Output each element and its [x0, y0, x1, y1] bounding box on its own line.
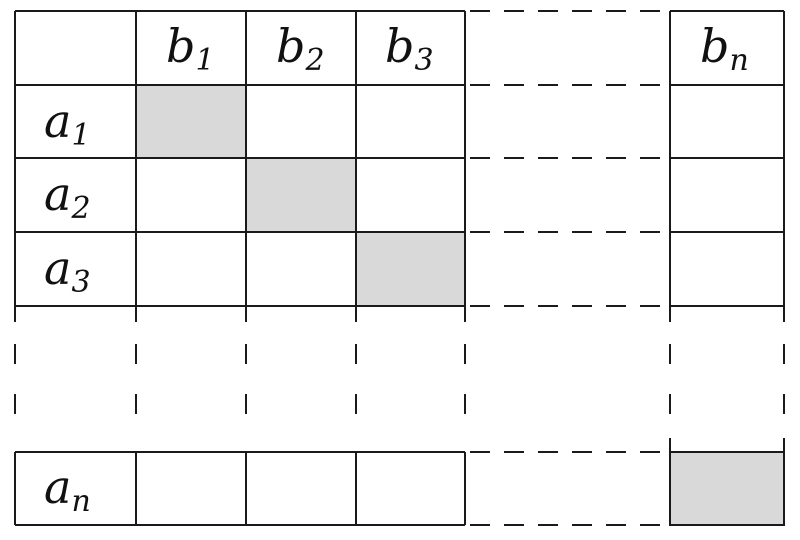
- column-header-b3: b3: [385, 19, 434, 78]
- horizontal-dashes: [470, 10, 665, 526]
- column-header-b2-sub: 2: [304, 43, 324, 78]
- vertical-dashes: [14, 344, 785, 424]
- column-header-bn: bn: [700, 19, 749, 78]
- row-header-a3: a3: [44, 241, 91, 300]
- column-header-b3-sub: 3: [414, 43, 433, 78]
- right-column-grid: [669, 10, 785, 322]
- column-header-b3-base: b: [385, 19, 414, 73]
- shaded-cell-a1-b1: [135, 84, 247, 159]
- row-header-a2-base: a: [44, 167, 71, 221]
- column-header-b1: b1: [166, 19, 215, 78]
- main-grid: [14, 10, 466, 322]
- row-header-a2: a2: [44, 167, 91, 226]
- shaded-cell-a2-b2: [245, 157, 357, 233]
- row-headers: a1 a2 a3 an: [44, 94, 91, 519]
- row-header-a1-base: a: [44, 94, 71, 148]
- row-header-an: an: [44, 460, 91, 519]
- row-header-a1: a1: [44, 94, 91, 153]
- column-header-bn-sub: n: [729, 43, 748, 78]
- row-header-a1-sub: 1: [71, 118, 90, 153]
- bottom-row-grid: [14, 438, 785, 526]
- column-header-b1-sub: 1: [195, 43, 214, 78]
- row-header-an-sub: n: [71, 484, 90, 519]
- row-header-a3-base: a: [44, 241, 71, 295]
- row-header-a3-sub: 3: [71, 265, 90, 300]
- row-header-an-base: a: [44, 460, 71, 514]
- column-headers: b1 b2 b3 bn: [166, 19, 749, 78]
- column-header-bn-base: b: [700, 19, 729, 73]
- shaded-cell-an-bn: [669, 451, 785, 526]
- row-header-a2-sub: 2: [70, 191, 90, 226]
- column-header-b2-base: b: [276, 19, 305, 73]
- column-header-b2: b2: [276, 19, 325, 78]
- shaded-cell-a3-b3: [355, 231, 466, 307]
- column-header-b1-base: b: [166, 19, 195, 73]
